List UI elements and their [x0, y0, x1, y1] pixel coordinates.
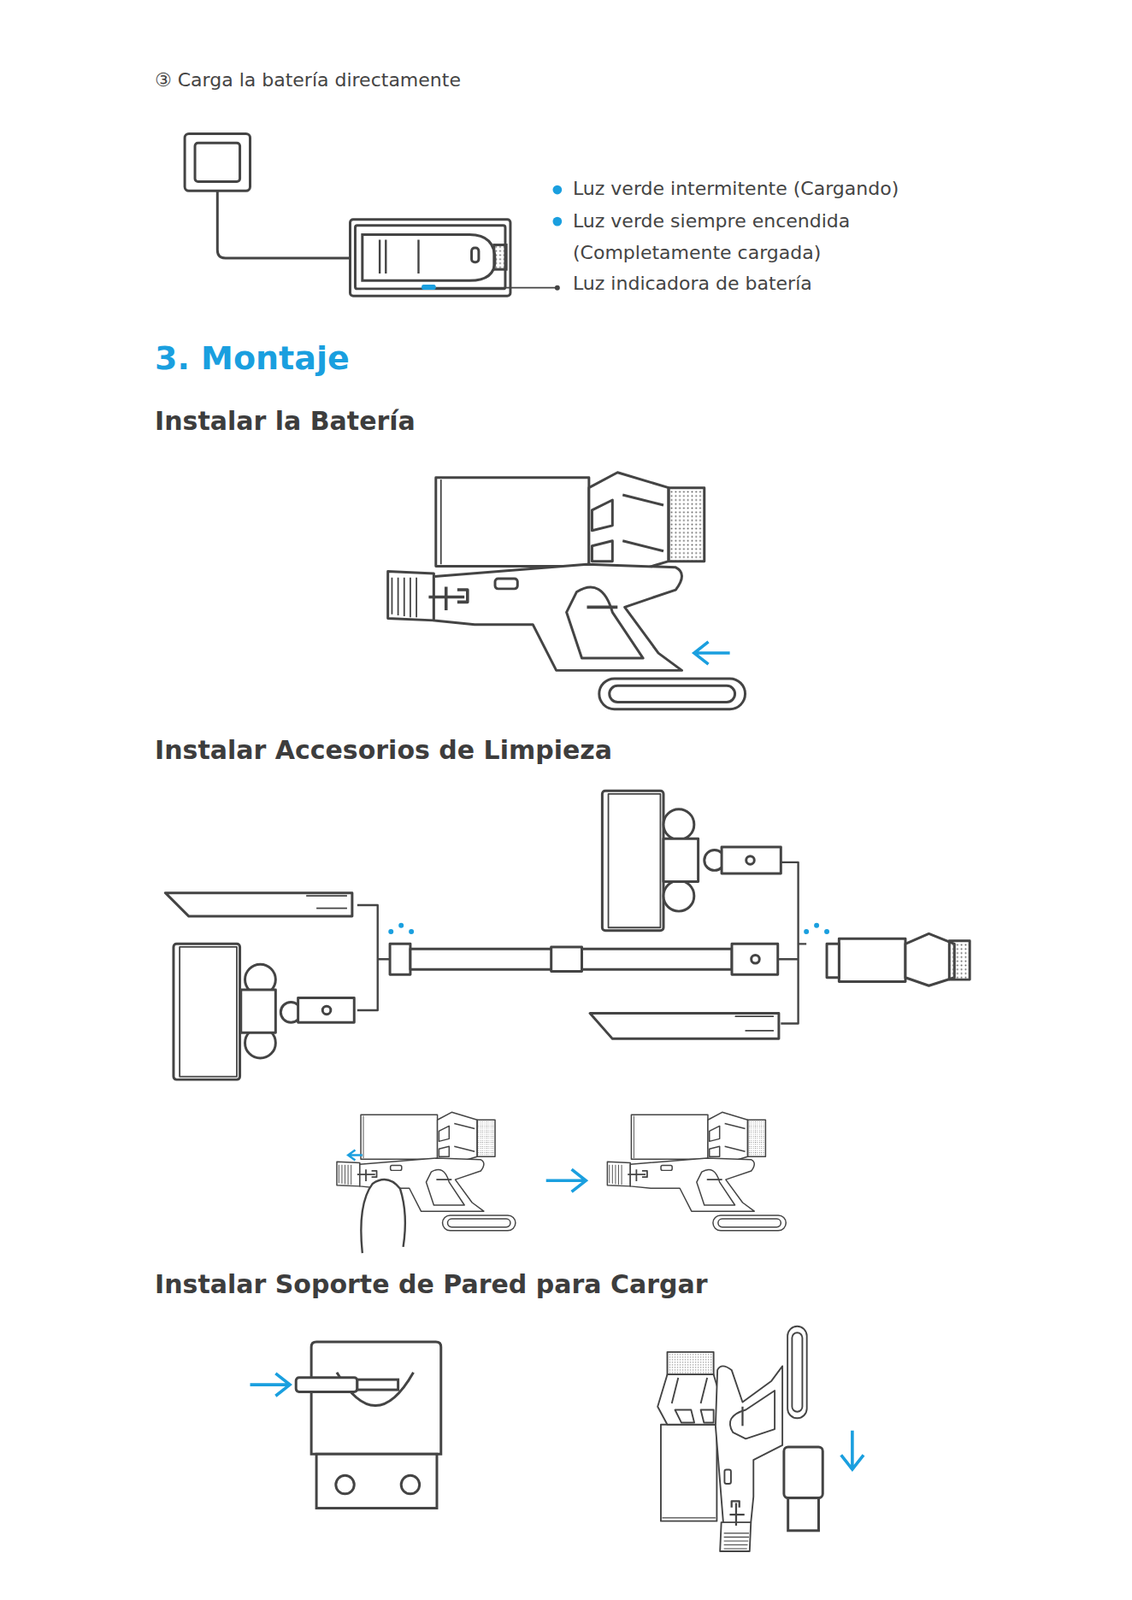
drawing-part	[379, 240, 419, 274]
drawing-part	[803, 929, 809, 935]
drawing-part	[249, 1373, 290, 1397]
drawing-part	[784, 1447, 823, 1532]
drawing-part	[826, 943, 839, 978]
drawing-part	[778, 862, 807, 1025]
drawing-part	[357, 1379, 399, 1391]
drawing-part	[607, 1112, 786, 1231]
drawing-part	[746, 856, 755, 866]
drawing-part	[388, 929, 394, 935]
subsection-heading: Instalar la Batería	[154, 405, 416, 438]
drawing-part	[362, 235, 496, 282]
subsection-heading: Instalar Soporte de Pared para Cargar	[154, 1268, 708, 1302]
drawing-part	[241, 990, 277, 1033]
drawing-part	[347, 1149, 363, 1161]
drawing-part	[552, 217, 562, 227]
drawing-part	[179, 947, 237, 1078]
section-title: 3. Montaje	[154, 338, 350, 378]
drawing-part	[184, 133, 511, 296]
drawing-part	[295, 1378, 358, 1393]
drawing-part	[721, 847, 781, 874]
drawing-part	[298, 998, 355, 1024]
drawing-part	[389, 943, 411, 975]
drawing-part	[408, 929, 414, 935]
drawing-part	[388, 472, 746, 710]
drawing-part	[663, 838, 699, 882]
drawing-part	[905, 933, 955, 986]
drawing-part	[784, 1447, 823, 1499]
step-heading: ③ Carga la batería directamente	[154, 68, 461, 93]
drawing-part	[194, 142, 241, 182]
drawing-part	[349, 219, 510, 297]
drawing-part	[949, 941, 970, 980]
drawing-part	[217, 190, 350, 259]
drawing-part	[311, 1342, 442, 1455]
drawing-part	[165, 893, 352, 917]
indicator-note: Luz verde siempre encendida (Completamen…	[572, 205, 915, 269]
indicator-note: Luz indicadora de batería	[572, 271, 813, 296]
drawing-part	[608, 794, 661, 928]
drawing-part	[841, 1431, 864, 1470]
drawing-part	[589, 1014, 779, 1040]
drawing-part	[357, 905, 390, 1011]
drawing-part	[306, 896, 348, 908]
drawing-part	[336, 1475, 354, 1494]
drawing-part	[838, 938, 906, 982]
drawing-part	[731, 943, 779, 975]
drawing-part	[388, 923, 830, 935]
drawing-part	[663, 809, 695, 841]
drawing-part	[295, 1342, 442, 1510]
subsection-heading: Instalar Accesorios de Limpieza	[154, 734, 613, 767]
drawing-part	[398, 923, 404, 929]
drawing-part	[400, 1475, 419, 1494]
drawing-part	[552, 185, 562, 195]
indicator-note: Luz verde intermitente (Cargando)	[572, 176, 899, 201]
drawing-part	[663, 880, 695, 912]
drawing-part	[735, 1016, 774, 1032]
drawing-part	[360, 1179, 406, 1254]
drawing-part	[824, 929, 830, 935]
drawing-part	[554, 285, 561, 291]
drawing-part	[657, 1326, 807, 1552]
drawing-part	[354, 225, 505, 289]
drawing-part	[184, 133, 250, 191]
drawing-part	[601, 790, 664, 932]
drawing-part	[165, 790, 970, 1080]
drawing-part	[322, 1006, 331, 1015]
drawing-part	[694, 642, 731, 665]
drawing-part	[316, 1454, 437, 1509]
drawing-part	[788, 1498, 820, 1532]
drawing-part	[173, 943, 241, 1080]
drawing-part	[471, 247, 479, 263]
drawing-part	[546, 1169, 587, 1192]
drawing-part	[551, 947, 583, 973]
drawing-part	[813, 923, 820, 929]
drawing-part	[421, 284, 437, 290]
drawing-part	[436, 287, 558, 289]
drawing-part	[751, 955, 761, 964]
drawing-part	[494, 245, 507, 271]
